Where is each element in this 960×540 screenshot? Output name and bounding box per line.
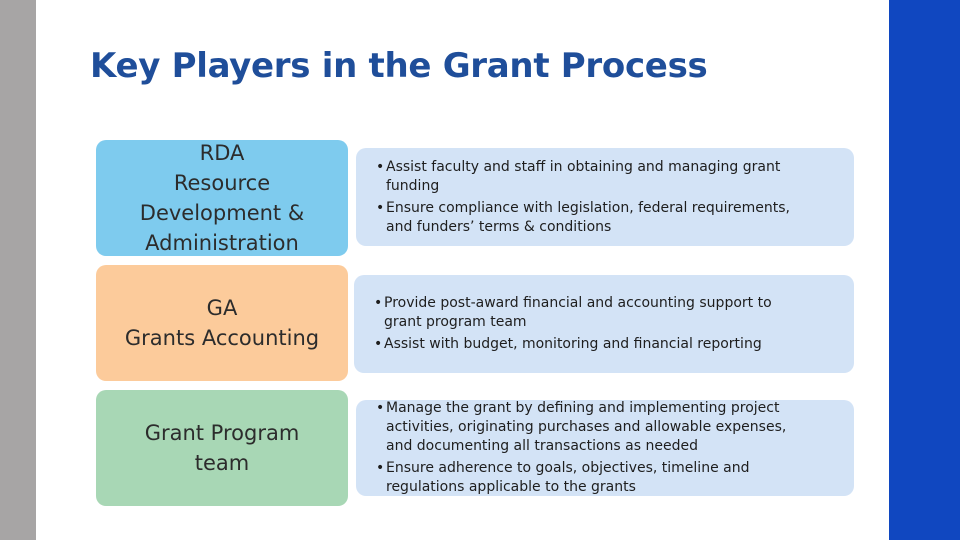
slide-title: Key Players in the Grant Process	[90, 46, 708, 86]
role-line: Resource	[173, 171, 271, 195]
bullet-icon: •	[374, 295, 383, 311]
bullet-icon: •	[376, 199, 385, 216]
role-line: team	[194, 451, 250, 475]
bullet-text: Assist faculty and staff in obtaining an…	[386, 158, 781, 194]
bullet-item: • Ensure adherence to goals, objectives,…	[376, 459, 854, 497]
bullet-item: • Ensure compliance with legislation, fe…	[376, 199, 854, 237]
bullet-icon: •	[376, 400, 385, 416]
role-box-ga: GA Grants Accounting	[96, 265, 348, 381]
description-box-rda: • Assist faculty and staff in obtaining …	[356, 148, 854, 246]
description-box-grant-program-team: • Manage the grant by defining and imple…	[356, 400, 854, 496]
role-line: Development &	[139, 201, 305, 225]
bullet-item: • Assist faculty and staff in obtaining …	[376, 158, 854, 196]
right-accent-bar	[889, 0, 960, 540]
bullet-icon: •	[374, 336, 383, 352]
bullet-item: • Assist with budget, monitoring and fin…	[374, 335, 854, 354]
description-box-ga: • Provide post-award financial and accou…	[354, 275, 854, 373]
bullet-text: Manage the grant by defining and impleme…	[386, 400, 787, 454]
role-line: Grant Program	[144, 421, 300, 445]
role-line: Grants Accounting	[124, 326, 320, 350]
bullet-item: • Provide post-award financial and accou…	[374, 294, 854, 332]
bullet-text: Ensure adherence to goals, objectives, t…	[386, 460, 750, 495]
role-box-rda: RDA Resource Development & Administratio…	[96, 140, 348, 256]
role-line: RDA	[199, 141, 245, 165]
left-side-bar	[0, 0, 36, 540]
role-line: GA	[206, 296, 238, 320]
bullet-text: Assist with budget, monitoring and finan…	[384, 336, 762, 352]
bullet-text: Provide post-award financial and account…	[384, 295, 772, 330]
bullet-icon: •	[376, 460, 385, 476]
role-box-grant-program-team: Grant Program team	[96, 390, 348, 506]
bullet-item: • Manage the grant by defining and imple…	[376, 399, 854, 456]
bullet-text: Ensure compliance with legislation, fede…	[386, 199, 790, 235]
bullet-icon: •	[376, 158, 385, 175]
role-line: Administration	[145, 231, 299, 255]
